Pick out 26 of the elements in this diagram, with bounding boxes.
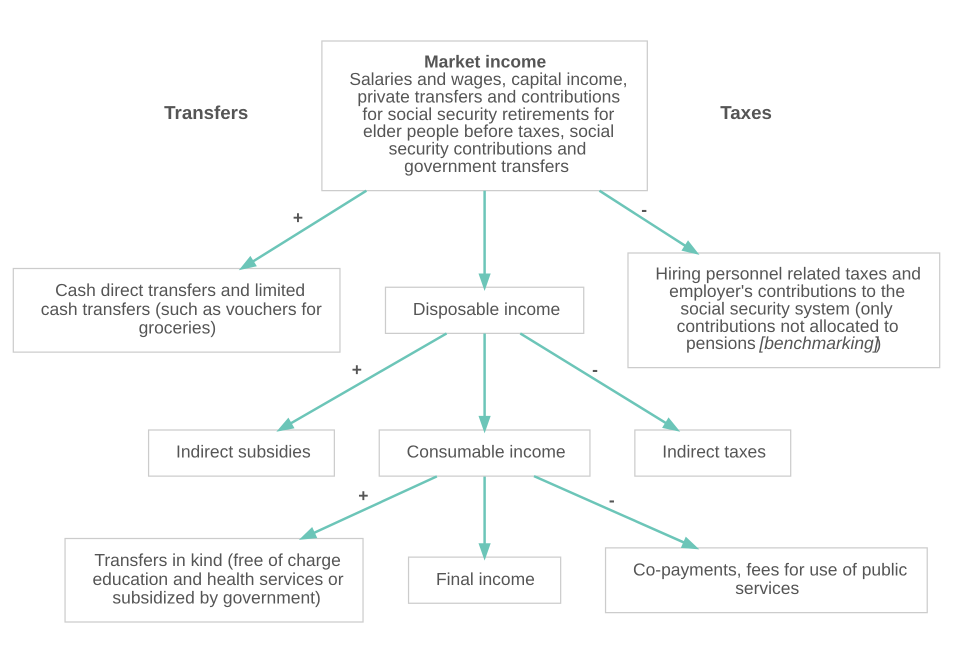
arrow [478, 476, 491, 560]
arrow [238, 189, 368, 270]
arrow [520, 332, 680, 432]
edge-label: - [641, 199, 648, 220]
node-box: Indirect subsidies [148, 428, 335, 476]
edge-label: + [352, 359, 362, 380]
arrow [276, 332, 448, 432]
node-box: Indirect taxes [634, 428, 792, 476]
arrow [598, 189, 700, 254]
node-box: Transfers in kind (free of charge education and health services or subsidized by government) [64, 537, 364, 622]
node-box: Final income [408, 556, 562, 604]
arrow [298, 474, 438, 540]
edge-label: + [358, 484, 368, 505]
arrow [478, 332, 491, 433]
node-box: Co-payments, fees for use of public services [604, 546, 928, 613]
node-box: Consumable income [378, 428, 591, 476]
label: Transfers [164, 101, 248, 122]
edge-label: - [592, 358, 598, 379]
node-box: Market income Salaries and wages, capital income, private transfers and contributions for social security retirements for elder people before taxes, social security contributions and government transfers [321, 40, 648, 191]
edge-label: + [292, 207, 304, 228]
node-box: Disposable income [384, 286, 584, 334]
arrow [534, 474, 700, 549]
label: Taxes [720, 101, 772, 122]
node-box: Cash direct transfers and limited cash transfers (such as vouchers for groceries) [12, 267, 341, 352]
arrow [478, 190, 491, 290]
edge-label: - [608, 490, 615, 510]
